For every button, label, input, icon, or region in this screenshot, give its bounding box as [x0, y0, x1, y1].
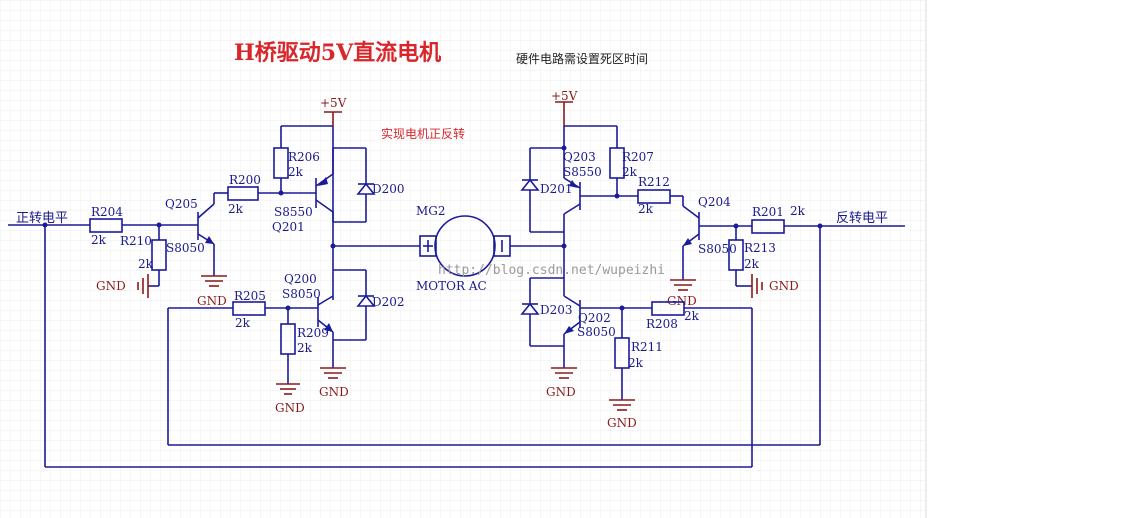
svg-text:2k: 2k	[744, 257, 760, 271]
diagram-title: H桥驱动5V直流电机	[234, 40, 441, 66]
svg-text:S8050: S8050	[577, 325, 616, 339]
transistor-Q202	[563, 295, 581, 335]
svg-text:2k: 2k	[628, 356, 644, 370]
gnd-q202: GND	[546, 367, 577, 399]
svg-text:Q203: Q203	[563, 150, 596, 164]
diode-D200-label: D200	[372, 182, 405, 196]
svg-text:Q202: Q202	[578, 311, 611, 325]
svg-text:R205: R205	[234, 289, 266, 303]
svg-text:S8050: S8050	[698, 242, 737, 256]
svg-text:R213: R213	[744, 241, 776, 255]
svg-text:2k: 2k	[138, 257, 154, 271]
svg-text:R200: R200	[229, 173, 261, 187]
svg-text:D201: D201	[540, 182, 573, 196]
direction-note: 实现电机正反转	[381, 126, 465, 141]
svg-text:2k: 2k	[228, 202, 244, 216]
forward-input-label: 正转电平	[16, 211, 68, 226]
svg-text:GND: GND	[319, 385, 349, 399]
svg-text:2k: 2k	[638, 202, 654, 216]
grid-background	[0, 0, 926, 518]
svg-text:Q205: Q205	[165, 197, 198, 211]
svg-text:2k: 2k	[235, 316, 251, 330]
svg-text:R207: R207	[622, 150, 654, 164]
svg-text:D203: D203	[540, 303, 573, 317]
svg-text:GND: GND	[607, 416, 637, 430]
svg-text:Q200: Q200	[284, 272, 317, 286]
svg-text:Q201: Q201	[272, 220, 305, 234]
svg-text:R201: R201	[752, 205, 784, 219]
svg-text:R210: R210	[120, 234, 152, 248]
svg-text:+5V: +5V	[551, 89, 578, 103]
svg-text:MG2: MG2	[416, 204, 446, 218]
transistor-Q205	[197, 203, 215, 245]
svg-text:GND: GND	[197, 294, 227, 308]
svg-text:R209: R209	[297, 326, 329, 340]
svg-text:MOTOR AC: MOTOR AC	[416, 279, 487, 293]
svg-text:GND: GND	[275, 401, 305, 415]
svg-text:S8050: S8050	[166, 241, 205, 255]
reverse-input-label: 反转电平	[836, 211, 888, 226]
transistor-Q200	[317, 295, 334, 333]
vcc-right: +5V	[551, 89, 578, 126]
gnd-r213: GND	[751, 274, 799, 298]
svg-text:2k: 2k	[297, 341, 313, 355]
gnd-q200: GND	[319, 367, 349, 399]
svg-text:2k: 2k	[684, 309, 700, 323]
svg-text:2k: 2k	[790, 204, 806, 218]
gnd-q205: GND	[197, 275, 227, 308]
svg-text:R204: R204	[91, 205, 123, 219]
svg-text:GND: GND	[96, 279, 126, 293]
svg-text:R208: R208	[646, 317, 678, 331]
svg-text:GND: GND	[667, 294, 697, 308]
vcc-left: +5V	[320, 96, 347, 126]
svg-text:+5V: +5V	[320, 96, 347, 110]
gnd-q204: GND	[667, 279, 697, 308]
svg-text:S8050: S8050	[282, 287, 321, 301]
gnd-r210: GND	[96, 274, 149, 298]
gnd-r211: GND	[607, 399, 637, 430]
svg-text:S8550: S8550	[563, 165, 602, 179]
svg-text:R211: R211	[631, 340, 663, 354]
svg-text:2k: 2k	[622, 165, 638, 179]
svg-text:S8550: S8550	[274, 205, 313, 219]
svg-text:GND: GND	[546, 385, 576, 399]
svg-text:D202: D202	[372, 295, 405, 309]
deadtime-note: 硬件电路需设置死区时间	[516, 51, 648, 66]
gnd-r209: GND	[275, 383, 305, 415]
svg-text:Q204: Q204	[698, 195, 731, 209]
svg-text:GND: GND	[769, 279, 799, 293]
svg-text:R212: R212	[638, 175, 670, 189]
svg-text:2k: 2k	[91, 233, 107, 247]
watermark: http://blog.csdn.net/wupeizhi	[438, 263, 665, 278]
svg-text:R206: R206	[288, 150, 320, 164]
svg-text:2k: 2k	[288, 165, 304, 179]
